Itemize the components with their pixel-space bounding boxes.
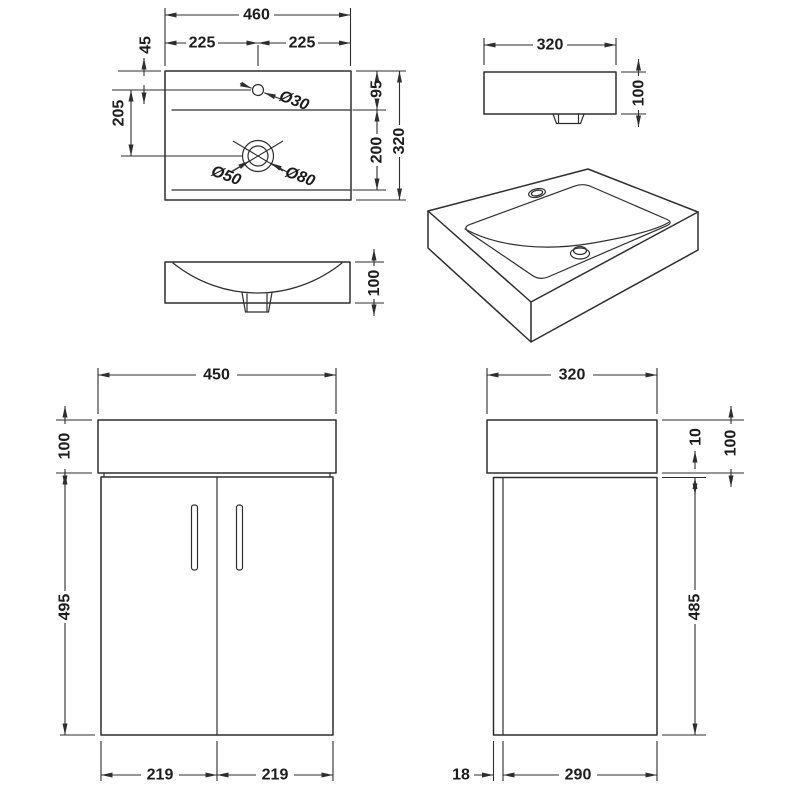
dim-basin-height: 100: [723, 430, 740, 457]
dim-vanity-width: 450: [203, 367, 230, 384]
basin-3d-bowl-rim: [465, 184, 671, 279]
dim-door-height: 485: [687, 594, 704, 621]
vanity-basin-front: [97, 419, 337, 474]
left-door-handle: [190, 504, 199, 571]
dim-overall-width: 460: [243, 7, 270, 24]
dim-tap-to-drain: 205: [111, 100, 128, 127]
basin-top-outline: [164, 70, 352, 201]
overflow-hole: [241, 139, 275, 173]
dim-door-thickness: 18: [452, 767, 470, 784]
basin-side-outline: [483, 71, 617, 115]
label-overflow-hole-dia: Ø80: [283, 164, 317, 190]
right-door-handle: [235, 504, 244, 571]
drain-fitting: [552, 113, 585, 125]
dim-carcass-depth: 290: [565, 767, 592, 784]
dim-cabinet-height: 495: [57, 594, 74, 621]
basin-3d-bowl-curve: [464, 221, 670, 248]
leader-arrow: [270, 162, 289, 173]
leader-arrow: [264, 92, 283, 101]
vanity-cabinet-side: [492, 476, 658, 736]
view-basin-top: 460 225 225 45 205 95 200 320 Ø30 Ø50 Ø8…: [111, 7, 408, 201]
dim-basin-width: 320: [537, 37, 564, 54]
view-basin-front: 100: [164, 249, 384, 316]
dim-basin-height: 100: [366, 270, 383, 297]
waste-hole: [247, 145, 269, 167]
view-vanity-front: 450 100 495 219 219: [56, 367, 337, 784]
dim-right-half: 225: [289, 35, 316, 52]
dim-right-door: 219: [262, 767, 289, 784]
label-waste-hole-dia: Ø50: [209, 163, 243, 189]
dim-tap-setback: 45: [138, 36, 155, 54]
basin-3d-top-face: [427, 168, 699, 303]
tap-hole: [251, 83, 265, 97]
view-vanity-side: 320 10 100 485 18 290: [452, 367, 744, 784]
view-basin-3d: [427, 168, 699, 343]
dim-basin-height: 100: [631, 80, 648, 107]
dim-left-half: 225: [189, 35, 216, 52]
leader-arrow: [239, 81, 252, 89]
basin-3d-side-faces: [427, 210, 699, 343]
view-basin-side: 320 100: [483, 37, 648, 127]
basin-front-outline: [164, 261, 351, 304]
dim-basin-height: 100: [57, 433, 74, 460]
dim-bowl-length: 200: [369, 137, 386, 164]
dim-top-gap: 10: [688, 428, 705, 446]
dim-basin-depth: 320: [559, 367, 586, 384]
dim-overall-depth: 320: [391, 128, 408, 155]
vanity-basin-side: [486, 419, 658, 474]
bowl-curve: [172, 262, 343, 294]
dim-top-to-bowl: 95: [369, 80, 386, 98]
basin-3d-drain-hole: [569, 247, 591, 260]
dim-left-door: 219: [147, 767, 174, 784]
basin-3d-drain-hole-inner: [572, 245, 588, 256]
basin-3d-tap-hole-inner: [530, 189, 544, 197]
leader-arrow: [231, 160, 250, 172]
drain-fitting: [241, 291, 273, 313]
basin-3d-tap-hole: [528, 187, 546, 199]
